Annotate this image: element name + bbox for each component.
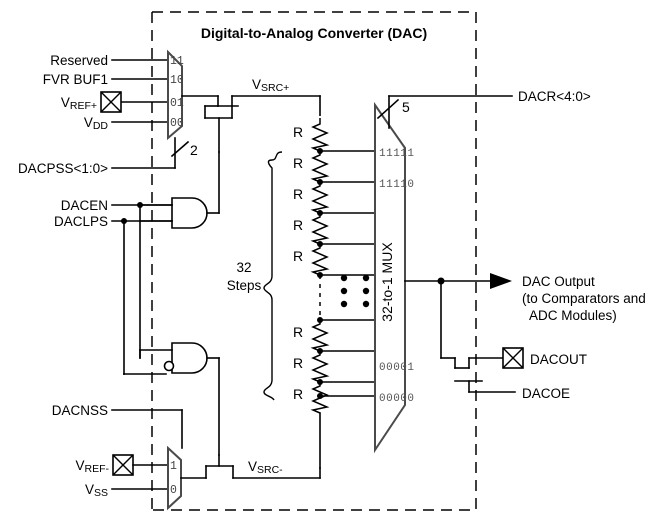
dac-output-line1: DAC Output xyxy=(522,274,595,289)
resistor-label-r2: R xyxy=(293,155,303,171)
resistor-label-r6: R xyxy=(293,324,303,340)
dacout-label: DACOUT xyxy=(530,352,587,367)
dacout-pad-icon xyxy=(502,347,524,369)
steps-count-label: 32 xyxy=(236,260,251,275)
source-mux-option-11: 11 xyxy=(170,55,184,68)
bitwidth-label-2: 2 xyxy=(190,142,198,158)
bitwidth-slash-5 xyxy=(376,98,400,120)
vref-plus-label: VREF+ xyxy=(61,95,97,112)
mux-tap-code-00001: 00001 xyxy=(379,362,415,374)
dacen-label: DACEN xyxy=(61,198,108,213)
source-mux-option-10: 10 xyxy=(170,74,184,87)
bitwidth-label-5: 5 xyxy=(402,99,410,115)
fvr-buf1-label: FVR BUF1 xyxy=(43,72,108,87)
negative-source-mux[interactable] xyxy=(167,445,182,511)
output-mux-32to1[interactable] xyxy=(374,101,406,454)
vsrc-minus-pass-transistor xyxy=(205,454,234,479)
resistor-ladder-upper: R R R R R xyxy=(293,118,330,320)
resistor-label-r5: R xyxy=(293,248,303,264)
vdd-label: VDD xyxy=(84,115,109,132)
module-boundary xyxy=(152,11,477,511)
mux-tap-code-11110: 11110 xyxy=(379,179,415,191)
dac-output-line2: (to Comparators and xyxy=(522,291,646,306)
vsrc-plus-label: VSRC+ xyxy=(252,77,289,94)
ladder-tap-wires xyxy=(317,148,376,397)
diagram-title: Digital-to-Analog Converter (DAC) xyxy=(201,25,427,41)
dac-output-arrow-icon xyxy=(490,273,512,289)
vsrc-minus-label: VSRC- xyxy=(248,459,283,476)
dacpss-label: DACPSS<1:0> xyxy=(18,161,108,176)
vsrc-plus-pass-transistor xyxy=(204,105,233,153)
output-mux-label: 32-to-1 MUX xyxy=(379,242,395,322)
inversion-bubble-icon xyxy=(163,360,175,372)
neg-mux-option-0: 0 xyxy=(170,484,177,497)
dac-output-line3: ADC Modules) xyxy=(529,308,617,323)
resistor-label-r8: R xyxy=(293,386,303,402)
resistor-label-r1: R xyxy=(293,124,303,140)
vss-label: VSS xyxy=(85,482,108,499)
vref-minus-pad-icon xyxy=(112,454,134,476)
vref-plus-pad-icon xyxy=(100,91,122,113)
vref-minus-label: VREF- xyxy=(75,458,109,475)
daclps-label: DACLPS xyxy=(54,214,108,229)
and-gate-lower xyxy=(123,342,220,375)
resistor-label-r3: R xyxy=(293,186,303,202)
steps-bracket xyxy=(263,151,283,401)
mux-tap-code-00000: 00000 xyxy=(379,393,415,405)
dacr-label: DACR<4:0> xyxy=(518,89,591,104)
steps-word-label: Steps xyxy=(227,278,262,293)
source-select-mux[interactable] xyxy=(167,49,183,141)
bitwidth-slash-2 xyxy=(170,140,190,158)
dacnss-label: DACNSS xyxy=(52,403,108,418)
source-mux-option-01: 01 xyxy=(170,97,184,110)
resistor-label-r4: R xyxy=(293,217,303,233)
neg-mux-option-1: 1 xyxy=(170,460,177,473)
ladder-ellipsis-dots xyxy=(340,274,370,308)
dacoe-label: DACOE xyxy=(522,386,570,401)
source-mux-option-00: 00 xyxy=(170,117,184,130)
ladder-clear xyxy=(286,116,336,396)
reserved-label: Reserved xyxy=(50,53,108,68)
resistor-label-r7: R xyxy=(293,355,303,371)
mux-tap-code-11111: 11111 xyxy=(379,148,415,160)
